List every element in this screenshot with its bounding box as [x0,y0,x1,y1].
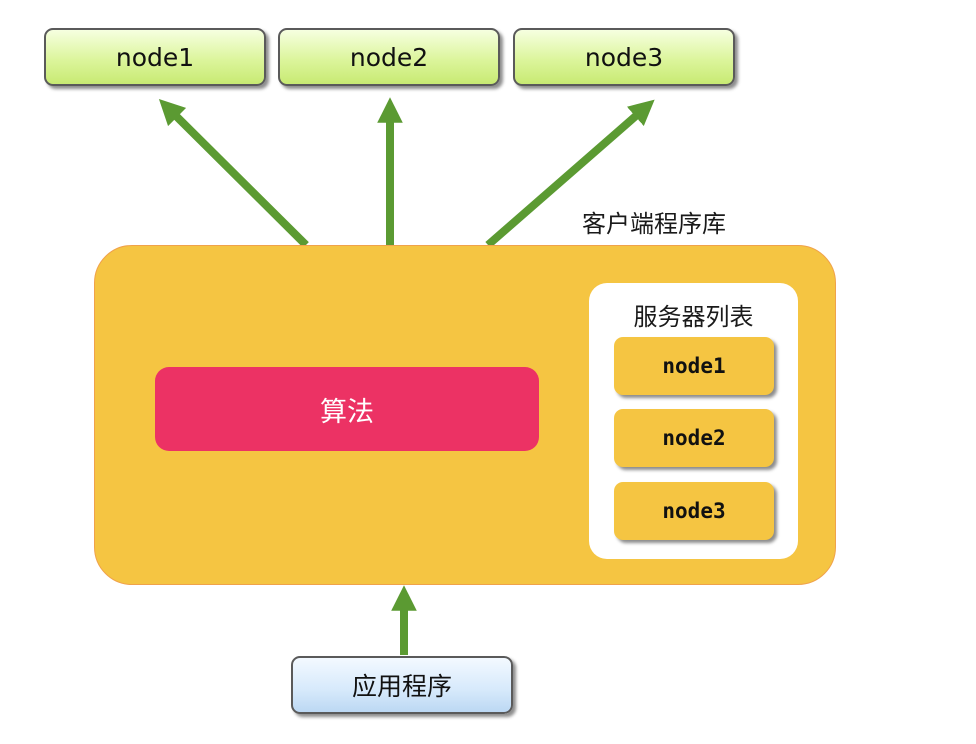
top-node-2: node2 [278,28,500,86]
arrow-to-node1 [158,98,309,248]
arrow-to-node3 [485,99,655,249]
top-node-3: node3 [513,28,735,86]
algorithm-box: 算法 [155,367,539,451]
server-list-node-1: node1 [614,337,774,395]
client-library-label: 客户端程序库 [582,210,726,238]
server-list-node-3: node3 [614,482,774,540]
top-node-1: node1 [44,28,266,86]
server-list-panel: 服务器列表 node1 node2 node3 [589,283,798,559]
application-box: 应用程序 [291,656,513,714]
server-list-node-2: node2 [614,409,774,467]
server-list-title: 服务器列表 [633,303,754,331]
